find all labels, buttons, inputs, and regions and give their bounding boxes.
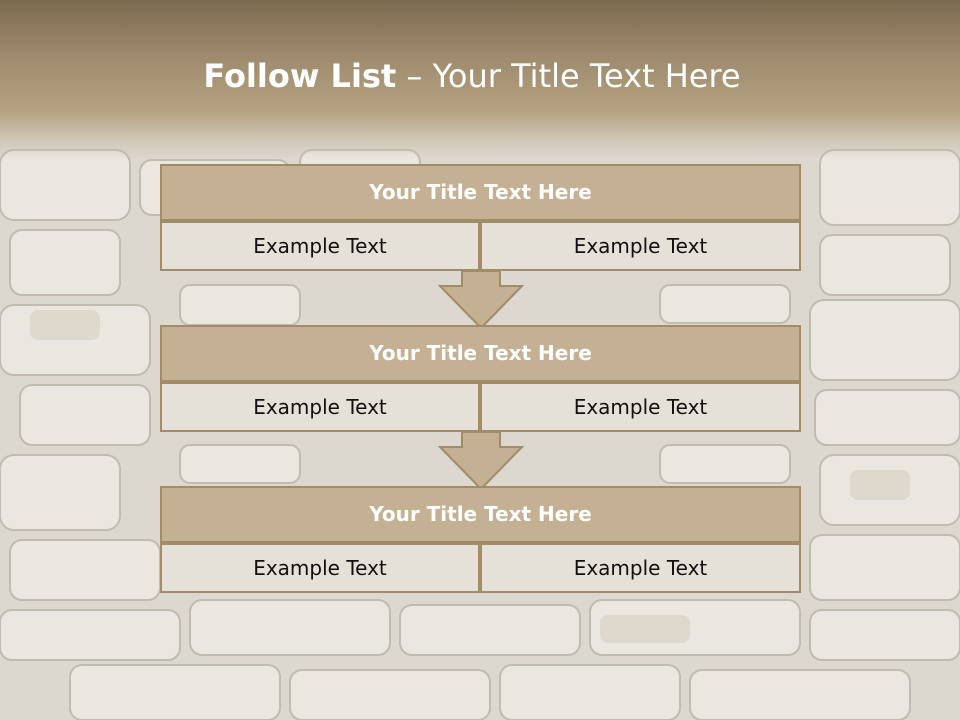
step-block-3: Your Title Text Here Example Text Exampl… [160, 486, 801, 593]
step-cell-left: Example Text [160, 221, 480, 271]
step-cell-left: Example Text [160, 543, 480, 593]
step-title: Your Title Text Here [160, 325, 801, 382]
step-cell-left: Example Text [160, 382, 480, 432]
step-cell-right: Example Text [480, 221, 801, 271]
title-bold: Follow List [203, 57, 397, 95]
step-title: Your Title Text Here [160, 486, 801, 543]
step-cell-right: Example Text [480, 382, 801, 432]
down-arrow-icon [438, 431, 524, 491]
step-block-1: Your Title Text Here Example Text Exampl… [160, 164, 801, 271]
step-title: Your Title Text Here [160, 164, 801, 221]
down-arrow-icon [438, 270, 524, 330]
header-band [0, 0, 960, 160]
slide-title: Follow List – Your Title Text Here [0, 52, 944, 100]
step-block-2: Your Title Text Here Example Text Exampl… [160, 325, 801, 432]
title-rest: – Your Title Text Here [406, 57, 741, 95]
step-cell-right: Example Text [480, 543, 801, 593]
